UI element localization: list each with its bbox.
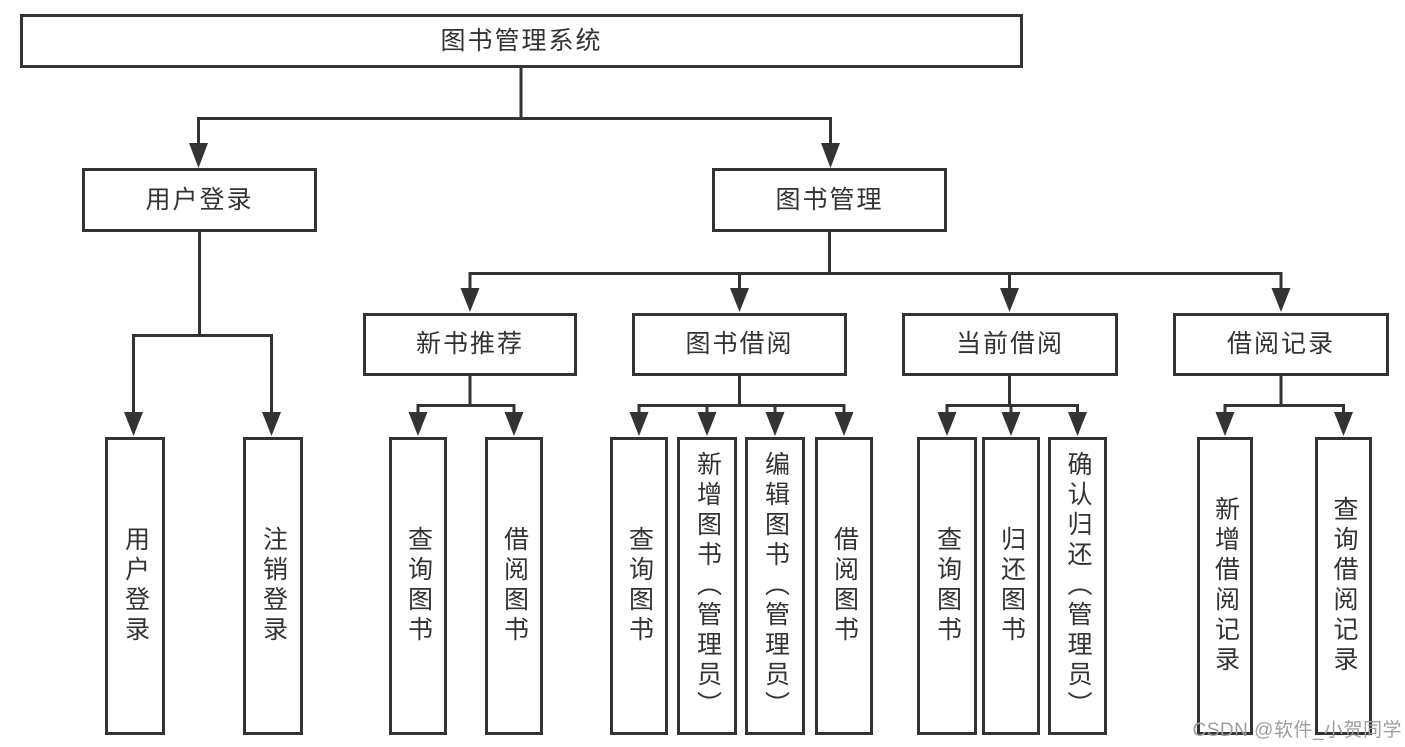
leaf-current-confirm-return-admin: 确认归还（管理员） [1048,437,1107,735]
leaf-label: 新增借阅记录 [1211,496,1240,676]
node-book-borrowing: 图书借阅 [632,313,847,376]
node-label: 新书推荐 [415,330,524,358]
node-label: 借阅记录 [1226,330,1335,358]
arrow-down-icon [1215,412,1235,436]
connector-book-management-to-level3 [460,232,1291,312]
leaf-borrow-borrow-books: 借阅图书 [815,437,873,735]
leaf-label: 用户登录 [121,526,150,646]
connector-user-login-to-leaves [124,232,281,436]
node-label: 图书管理系统 [440,26,603,55]
arrow-down-icon [460,288,480,312]
arrow-down-icon [1334,412,1353,436]
arrow-down-icon [262,412,281,436]
node-library-management-system: 图书管理系统 [20,14,1023,68]
leaf-borrow-edit-book-admin: 编辑图书（管理员） [745,437,805,735]
leaf-borrow-query-books: 查询图书 [610,437,668,735]
leaf-logout: 注销登录 [243,437,303,735]
arrow-down-icon [1068,412,1087,436]
arrow-down-icon [504,412,524,436]
arrow-down-icon [1271,288,1291,312]
node-current-borrowing: 当前借阅 [902,313,1118,376]
leaf-label: 注销登录 [259,526,288,646]
leaf-label: 确认归还（管理员） [1064,451,1092,721]
leaf-label: 新增图书（管理员） [693,451,722,721]
arrow-down-icon [765,412,785,436]
node-label: 用户登录 [145,185,254,214]
leaf-label: 查询借阅记录 [1330,496,1358,676]
leaf-label: 查询图书 [625,526,654,646]
arrow-down-icon [124,412,143,436]
arrow-down-icon [1000,288,1019,312]
arrow-down-icon [697,412,717,436]
node-book-management: 图书管理 [712,168,947,232]
leaf-borrow-add-book-admin: 新增图书（管理员） [677,437,737,735]
csdn-watermark: CSDN @软件_小贺同学 [1192,720,1402,741]
leaf-label: 借阅图书 [500,526,529,646]
leaf-current-query-books: 查询图书 [917,437,977,735]
arrow-down-icon [730,288,749,312]
leaf-label: 归还图书 [997,526,1026,646]
arrow-down-icon [408,412,428,436]
leaf-records-query-borrow-record: 查询借阅记录 [1315,437,1372,735]
leaf-newbook-borrow-books: 借阅图书 [485,437,543,735]
arrow-down-icon [629,412,649,436]
arrow-down-icon [821,143,840,168]
node-label: 图书借阅 [685,330,794,358]
arrow-down-icon [1001,412,1021,436]
leaf-current-return-books: 归还图书 [982,437,1040,735]
leaf-records-add-borrow-record: 新增借阅记录 [1197,437,1253,735]
arrow-down-icon [189,143,208,168]
connector-level3-to-leaves [408,376,1353,436]
node-new-book-recommendation: 新书推荐 [363,313,577,376]
leaf-user-login: 用户登录 [105,437,165,735]
leaf-label: 查询图书 [404,526,433,646]
leaf-label: 编辑图书（管理员） [761,451,790,721]
connector-root-to-level2 [189,68,840,168]
leaf-newbook-query-books: 查询图书 [389,437,447,735]
arrow-down-icon [937,412,957,436]
node-label: 图书管理 [775,185,884,214]
node-borrowing-records: 借阅记录 [1173,313,1389,376]
leaf-label: 查询图书 [933,526,962,646]
arrow-down-icon [834,412,854,436]
node-label: 当前借阅 [955,330,1064,358]
leaf-label: 借阅图书 [830,526,859,646]
node-user-login: 用户登录 [82,168,317,232]
